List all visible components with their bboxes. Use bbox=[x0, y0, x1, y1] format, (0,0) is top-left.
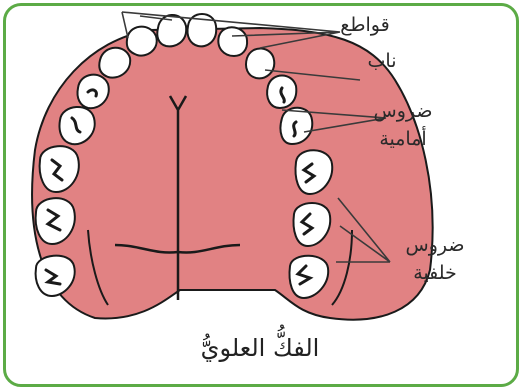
incisor-tooth bbox=[218, 27, 247, 56]
diagram-title: الفكُّ العلويُّ bbox=[150, 334, 370, 362]
canine-tooth bbox=[246, 48, 274, 78]
molars-label-line1: ضروس bbox=[400, 232, 470, 258]
premolars-label-line1: ضروس bbox=[368, 98, 438, 124]
incisors-label: قواطع bbox=[325, 12, 405, 38]
molars-label-line2: خلفية bbox=[400, 260, 470, 286]
canine-tooth bbox=[99, 48, 130, 78]
canine-label: ناب bbox=[362, 48, 402, 74]
incisor-tooth bbox=[127, 27, 157, 56]
premolars-label-line2: أمامية bbox=[368, 126, 438, 152]
